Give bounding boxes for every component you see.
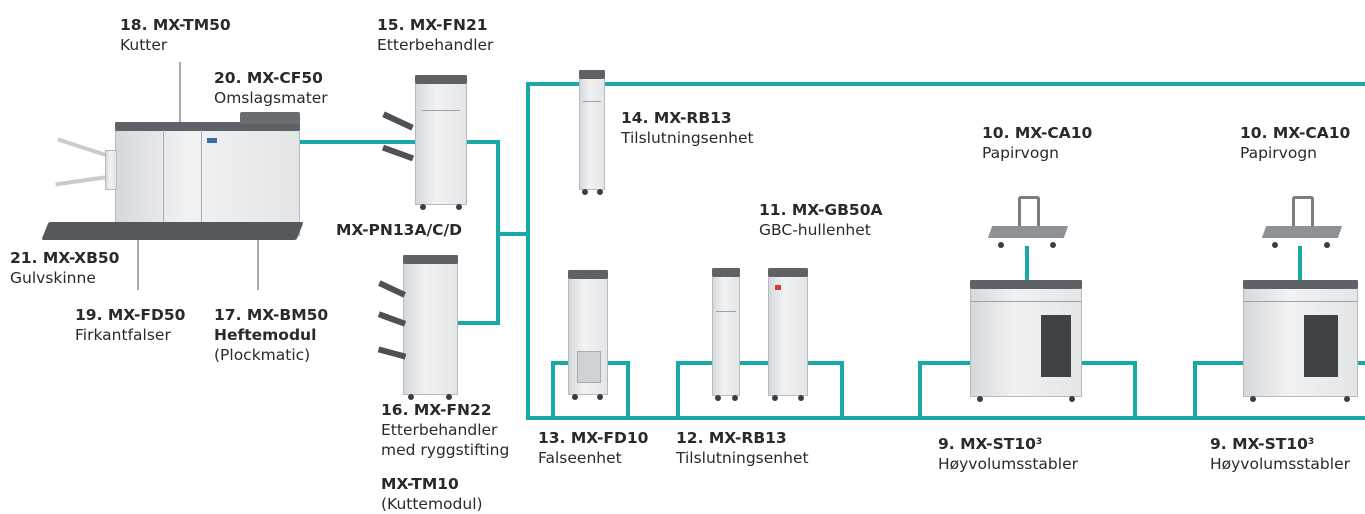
ca10-a-code: 10. MX-CA10 xyxy=(982,124,1093,142)
fn21-code: 15. MX-FN21 xyxy=(377,16,488,34)
st10-a-code: 9. MX-ST103 xyxy=(938,434,1078,454)
label-fd10: 13. MX-FD10 Falseenhet xyxy=(538,428,648,468)
fd50-name: Firkantfalser xyxy=(75,326,171,344)
pointer-lines xyxy=(137,62,259,290)
label-tm50: 18. MX-TM50 Kutter xyxy=(120,15,231,55)
fn22-trays xyxy=(376,280,407,370)
label-bm50: 17. MX-BM50 Heftemodul (Plockmatic) xyxy=(214,305,328,365)
fd10-code: 13. MX-FD10 xyxy=(538,429,649,447)
label-ca10-a: 10. MX-CA10 Papirvogn xyxy=(982,123,1092,163)
bm50-name-bold: Heftemodul xyxy=(214,326,317,344)
ca10-b-code: 10. MX-CA10 xyxy=(1240,124,1351,142)
st10-b-code-text: 9. MX-ST10 xyxy=(1210,435,1308,453)
rb13-bottom-unit xyxy=(712,268,740,401)
main-to-fn21-line xyxy=(298,140,530,236)
label-st10-a: 9. MX-ST103 Høyvolumsstabler xyxy=(938,434,1078,474)
label-fn22: 16. MX-FN22 Etterbehandler med ryggstift… xyxy=(381,400,509,460)
bus-bottom-line xyxy=(526,232,1365,420)
tm10-name: (Kuttemodul) xyxy=(381,495,483,513)
xb50-code: 21. MX-XB50 xyxy=(10,249,120,267)
main-printer-unit xyxy=(115,112,300,236)
label-rb13-bottom: 12. MX-RB13 Tilslutningsenhet xyxy=(676,428,809,468)
ca10-cart-a xyxy=(987,196,1069,248)
rb13-top-name: Tilslutningsenhet xyxy=(621,129,754,147)
rb13-top-code: 14. MX-RB13 xyxy=(621,109,732,127)
label-ca10-b: 10. MX-CA10 Papirvogn xyxy=(1240,123,1350,163)
label-st10-b: 9. MX-ST103 Høyvolumsstabler xyxy=(1210,434,1350,474)
gb50a-code: 11. MX-GB50A xyxy=(759,201,883,219)
ca10-a-name: Papirvogn xyxy=(982,144,1059,162)
label-tm10: MX-TM10 (Kuttemodul) xyxy=(381,474,483,514)
ca10-cart-b xyxy=(1261,196,1343,248)
xb50-name: Gulvskinne xyxy=(10,269,96,287)
fn22-name-line2: med ryggstifting xyxy=(381,441,510,459)
st10-a-name: Høyvolumsstabler xyxy=(938,455,1078,473)
fn22-finisher-unit xyxy=(403,255,458,400)
st10-b-code: 9. MX-ST103 xyxy=(1210,434,1350,454)
gb50a-name: GBC-hullenhet xyxy=(759,221,871,239)
fn21-trays xyxy=(380,108,416,168)
rb13-bottom-code: 12. MX-RB13 xyxy=(676,429,787,447)
label-fn21: 15. MX-FN21 Etterbehandler xyxy=(377,15,493,55)
rb13-bottom-name: Tilslutningsenhet xyxy=(676,449,809,467)
st10-stacker-a-unit xyxy=(970,280,1082,402)
pn13-code: MX-PN13A/C/D xyxy=(336,221,463,239)
bm50-name: (Plockmatic) xyxy=(214,346,311,364)
st10-a-footnote: 3 xyxy=(1035,437,1043,447)
label-cf50: 20. MX-CF50 Omslagsmater xyxy=(214,68,328,108)
tm50-code: 18. MX-TM50 xyxy=(120,16,231,34)
fn22-code: 16. MX-FN22 xyxy=(381,401,492,419)
st10-b-name: Høyvolumsstabler xyxy=(1210,455,1350,473)
rb13-top-unit xyxy=(579,70,605,195)
fn22-name-line1: Etterbehandler xyxy=(381,421,498,439)
label-gb50a: 11. MX-GB50A GBC-hullenhet xyxy=(759,200,883,240)
gb50a-punch-unit xyxy=(768,268,808,401)
label-fd50: 19. MX-FD50 Firkantfalser xyxy=(75,305,185,345)
st10-b-footnote: 3 xyxy=(1307,437,1315,447)
label-rb13-top: 14. MX-RB13 Tilslutningsenhet xyxy=(621,108,754,148)
fn21-name: Etterbehandler xyxy=(377,36,494,54)
cf50-name: Omslagsmater xyxy=(214,89,328,107)
st10-a-code-text: 9. MX-ST10 xyxy=(938,435,1036,453)
fd10-folding-unit xyxy=(568,270,608,400)
bus-top-line xyxy=(526,82,1365,236)
st10-stacker-b-unit xyxy=(1243,280,1358,402)
floor-rail xyxy=(41,222,304,240)
fn21-finisher-unit xyxy=(415,75,467,210)
ca10-b-name: Papirvogn xyxy=(1240,144,1317,162)
bm50-code: 17. MX-BM50 xyxy=(214,306,329,324)
label-xb50: 21. MX-XB50 Gulvskinne xyxy=(10,248,119,288)
tm50-name: Kutter xyxy=(120,36,168,54)
output-tray xyxy=(55,137,117,190)
fd50-code: 19. MX-FD50 xyxy=(75,306,186,324)
label-pn13: MX-PN13A/C/D xyxy=(336,220,462,240)
fd10-name: Falseenhet xyxy=(538,449,622,467)
cf50-code: 20. MX-CF50 xyxy=(214,69,323,87)
rb13-loop-line xyxy=(676,361,844,420)
tm10-code: MX-TM10 xyxy=(381,475,459,493)
fn22-line xyxy=(458,232,500,325)
